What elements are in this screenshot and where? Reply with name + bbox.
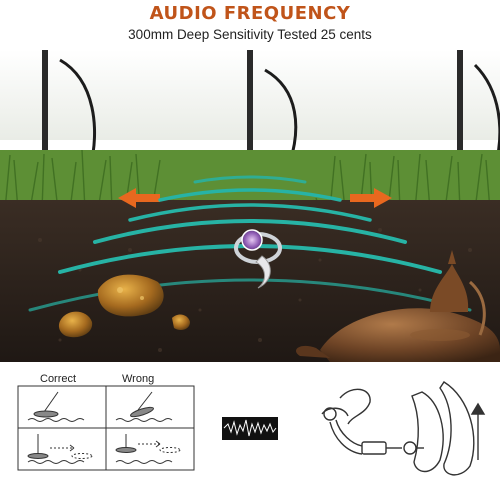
- usage-table-frame: [17, 385, 195, 471]
- gold-nugget-large: [97, 274, 164, 317]
- detector-scene: [0, 50, 500, 362]
- audio-waveform-icon: [222, 417, 278, 440]
- gold-nugget-tiny: [172, 314, 190, 330]
- left-arrow: [118, 188, 160, 208]
- page-title: AUDIO FREQUENCY: [149, 3, 351, 24]
- header: AUDIO FREQUENCY 300mm Deep Sensitivity T…: [0, 0, 500, 52]
- soil-texture: [38, 228, 472, 352]
- gold-nugget-small: [58, 311, 93, 338]
- usage-diagram: [17, 381, 486, 476]
- usage-legend: Correct Wrong: [0, 362, 500, 481]
- right-arrow: [350, 188, 392, 208]
- hand-sweep-icon: [321, 381, 486, 476]
- correct-flat-icon: [27, 391, 85, 422]
- wrong-tilted-icon: [115, 391, 173, 422]
- wrong-height-icon: [115, 434, 181, 464]
- correct-label: Correct: [40, 373, 77, 385]
- antique-lamp: [295, 250, 500, 362]
- sonar-waves: [28, 175, 472, 312]
- page-subtitle: 300mm Deep Sensitivity Tested 25 cents: [128, 27, 372, 42]
- ring-item: [234, 229, 282, 289]
- wrong-label: Wrong: [122, 373, 155, 385]
- correct-height-icon: [27, 434, 93, 464]
